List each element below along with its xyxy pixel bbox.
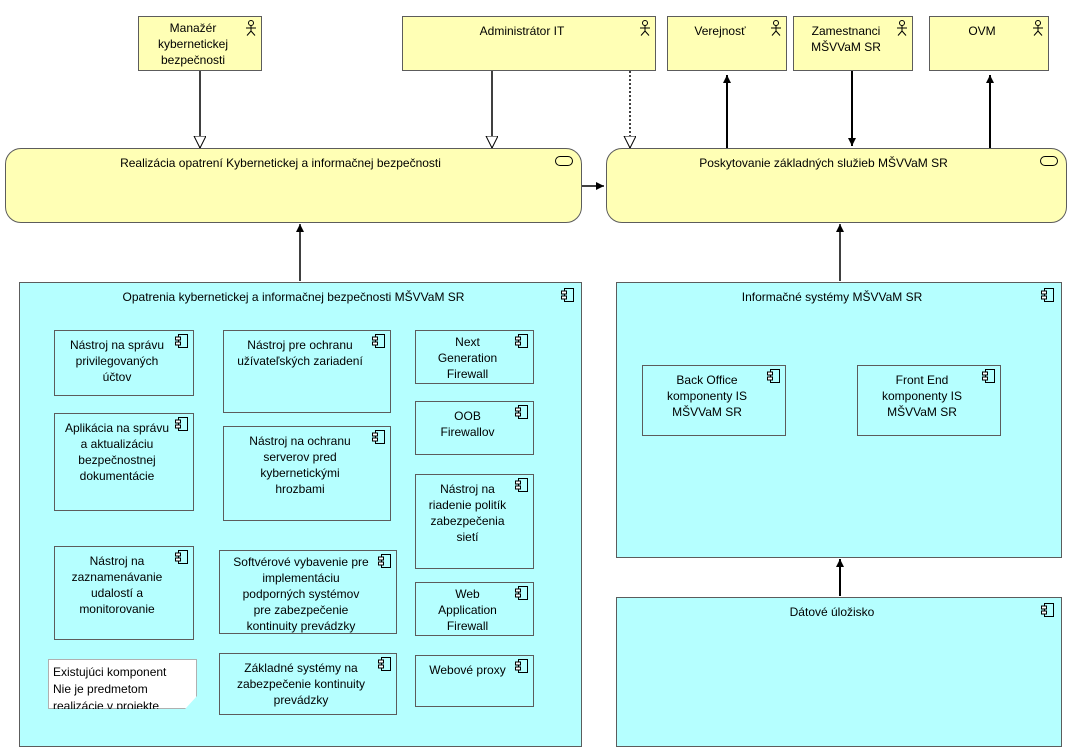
service-poskytovanie[interactable]: Poskytovanie základných služieb MŠVVaM S… — [606, 148, 1067, 223]
component-icon — [561, 288, 574, 302]
actor-icon — [771, 20, 781, 36]
service-label: Poskytovanie základných služieb MŠVVaM S… — [699, 156, 948, 170]
actor-icon — [1033, 20, 1043, 36]
component-icon — [175, 417, 188, 431]
component-web-app-firewall[interactable]: Web Application Firewall — [415, 582, 534, 636]
component-sprava-uctov[interactable]: Nástroj na správu privilegovaných účtov — [54, 330, 194, 396]
actor-label: Manažér kybernetickej bezpečnosti — [157, 21, 229, 67]
actor-label: Administrátor IT — [479, 24, 565, 38]
component-label: Nástroj na ochranu serverov pred kyberne… — [249, 434, 351, 496]
group-label: Dátové úložisko — [789, 605, 875, 619]
component-oob-firewallov[interactable]: OOB Firewallov — [415, 401, 534, 455]
service-icon — [555, 156, 573, 166]
component-icon — [1041, 288, 1054, 302]
component-label: Nástroj pre ochranu užívateľských zariad… — [237, 338, 363, 368]
actor-label: OVM — [968, 24, 996, 38]
component-label: Back Office komponenty IS MŠVVaM SR — [666, 373, 748, 419]
actor-icon — [897, 20, 907, 36]
component-icon — [515, 405, 528, 419]
component-label: Aplikácia na správu a aktualizáciu bezpe… — [64, 421, 170, 483]
component-softverove-vybavenie[interactable]: Softvérové vybavenie pre implementáciu p… — [219, 550, 397, 634]
component-label: OOB Firewallov — [440, 409, 495, 439]
actor-manazer[interactable]: Manažér kybernetickej bezpečnosti — [138, 16, 262, 71]
component-icon — [175, 550, 188, 564]
component-icon — [1041, 603, 1054, 617]
component-icon — [982, 369, 995, 383]
component-icon — [372, 334, 385, 348]
component-ochrana-zariadeni[interactable]: Nástroj pre ochranu užívateľských zariad… — [223, 330, 391, 413]
component-front-end[interactable]: Front End komponenty IS MŠVVaM SR — [857, 365, 1001, 436]
component-aplikacia-dokumentacie[interactable]: Aplikácia na správu a aktualizáciu bezpe… — [54, 413, 194, 511]
component-icon — [378, 554, 391, 568]
component-icon — [767, 369, 780, 383]
component-label: Softvérové vybavenie pre implementáciu p… — [233, 555, 369, 633]
component-next-gen-firewall[interactable]: Next Generation Firewall — [415, 330, 534, 384]
service-icon — [1040, 156, 1058, 166]
component-zakladne-systemy[interactable]: Základné systémy na zabezpečenie kontinu… — [219, 653, 397, 715]
group-label: Opatrenia kybernetickej a informačnej be… — [122, 290, 465, 304]
component-icon — [515, 478, 528, 492]
component-label: Webové proxy — [429, 663, 506, 677]
actor-icon — [246, 20, 256, 36]
component-back-office[interactable]: Back Office komponenty IS MŠVVaM SR — [642, 365, 786, 436]
note-existujuci-komponent[interactable]: Existujúci komponent Nie je predmetom re… — [48, 659, 197, 709]
component-label: Front End komponenty IS MŠVVaM SR — [881, 373, 963, 419]
component-icon — [372, 430, 385, 444]
actor-icon — [640, 20, 650, 36]
component-riadenie-politik[interactable]: Nástroj na riadenie politík zabezpečenia… — [415, 474, 534, 569]
actor-label: Zamestnanci MŠVVaM SR — [811, 24, 881, 54]
component-label: Web Application Firewall — [438, 587, 497, 633]
component-ochrana-serverov[interactable]: Nástroj na ochranu serverov pred kyberne… — [223, 426, 391, 521]
group-label: Informačné systémy MŠVVaM SR — [741, 290, 923, 304]
component-label: Základné systémy na zabezpečenie kontinu… — [236, 661, 366, 707]
component-icon — [378, 657, 391, 671]
note-text: Existujúci komponent Nie je predmetom re… — [53, 665, 167, 713]
component-icon — [515, 334, 528, 348]
service-label: Realizácia opatrení Kybernetickej a info… — [120, 156, 441, 170]
service-realizacia[interactable]: Realizácia opatrení Kybernetickej a info… — [5, 148, 582, 223]
group-datove-ulozisko[interactable]: Dátové úložisko — [616, 597, 1062, 747]
actor-zamestnanci[interactable]: Zamestnanci MŠVVaM SR — [793, 16, 913, 71]
component-label: Nástroj na riadenie politík zabezpečenia… — [428, 482, 507, 544]
actor-verejnost[interactable]: Verejnosť — [667, 16, 787, 71]
actor-ovm[interactable]: OVM — [929, 16, 1049, 71]
component-webove-proxy[interactable]: Webové proxy — [415, 655, 534, 707]
component-zaznamenavanie[interactable]: Nástroj na zaznamenávanie udalostí a mon… — [54, 546, 194, 640]
actor-administrator[interactable]: Administrátor IT — [402, 16, 656, 71]
component-icon — [515, 586, 528, 600]
component-label: Next Generation Firewall — [437, 335, 498, 381]
component-icon — [175, 334, 188, 348]
actor-label: Verejnosť — [694, 24, 746, 38]
component-icon — [515, 659, 528, 673]
component-label: Nástroj na zaznamenávanie udalostí a mon… — [71, 554, 163, 616]
component-label: Nástroj na správu privilegovaných účtov — [69, 338, 165, 384]
